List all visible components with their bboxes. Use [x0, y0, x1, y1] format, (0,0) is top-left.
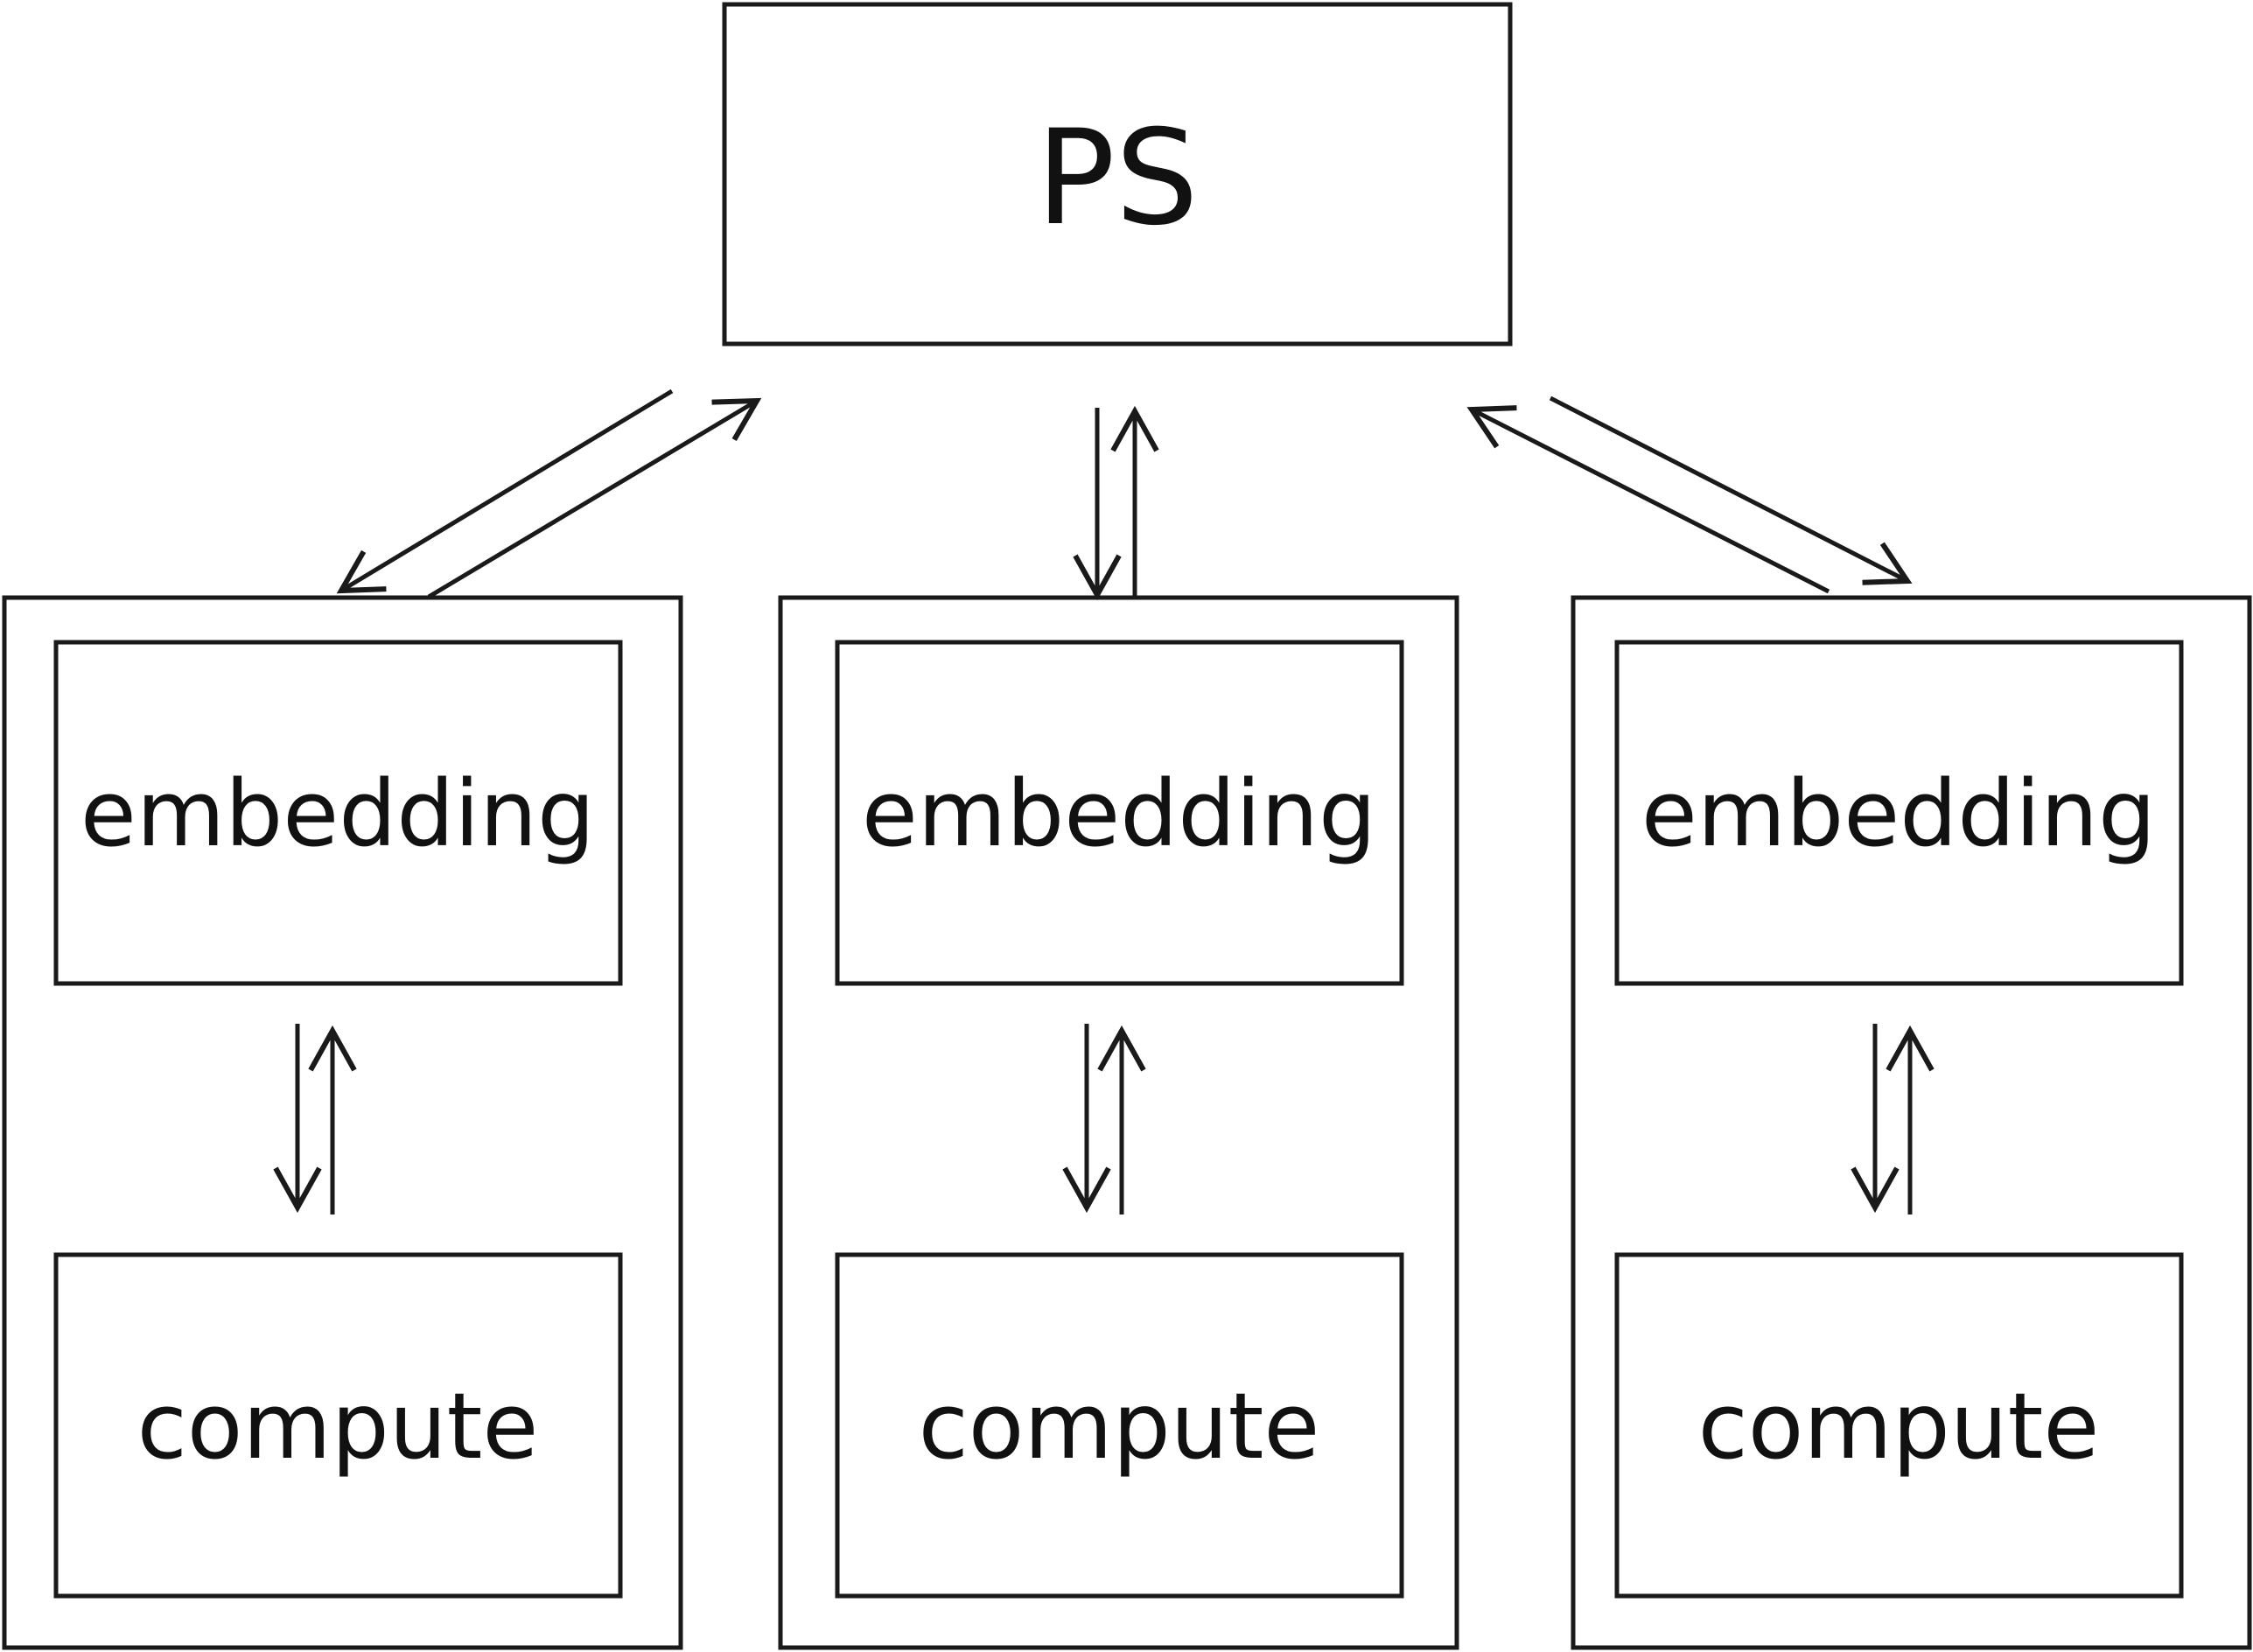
- worker-1-embedding-label: embedding: [80, 760, 595, 867]
- ps-node: PS: [722, 2, 1513, 346]
- worker-3-compute-label: compute: [1698, 1373, 2100, 1480]
- worker-3: embedding compute: [1571, 595, 2252, 1650]
- worker-2: embedding compute: [778, 595, 1459, 1650]
- worker-1-compute-label: compute: [137, 1373, 539, 1480]
- worker-3-to-ps-arrow: [1466, 405, 1830, 594]
- worker-1-embedding: embedding: [53, 640, 623, 986]
- worker-2-compute-label: compute: [919, 1373, 1320, 1480]
- worker-3-embedding: embedding: [1614, 640, 2184, 986]
- worker-2-embedding-label: embedding: [862, 760, 1376, 867]
- worker-3-embedding-label: embedding: [1641, 760, 2156, 867]
- ps-to-worker-1-arrow: [336, 388, 674, 594]
- worker-1: embedding compute: [2, 595, 683, 1650]
- worker-1-compute: compute: [53, 1252, 623, 1599]
- worker-1-to-ps-arrow: [427, 397, 762, 599]
- worker-2-embedding: embedding: [835, 640, 1404, 986]
- worker-3-compute: compute: [1614, 1252, 2184, 1599]
- worker-2-compute: compute: [835, 1252, 1404, 1599]
- ps-label: PS: [1036, 102, 1199, 255]
- ps-to-worker-3-arrow: [1549, 396, 1913, 585]
